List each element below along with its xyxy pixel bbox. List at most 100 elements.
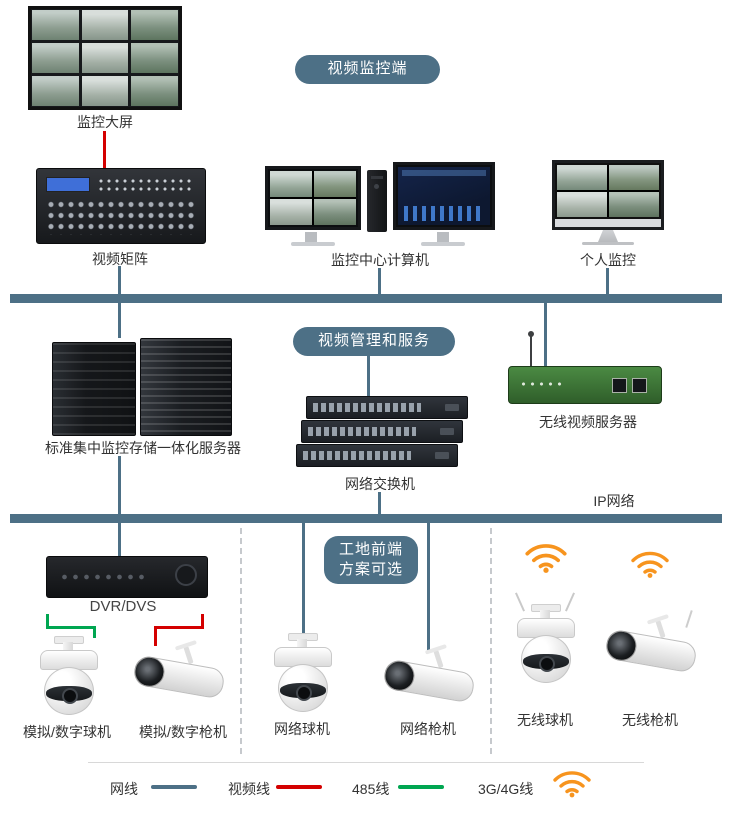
section-separator [490, 528, 492, 754]
wireless-video-server [508, 331, 662, 406]
video-line-dvr-seg2 [154, 626, 204, 629]
monitor-wall-label: 监控大屏 [77, 114, 133, 130]
imac-foot [598, 230, 618, 242]
eth-line-bus-to-wireless-server [544, 303, 547, 366]
monitor-left [265, 166, 361, 230]
section-pill-management: 视频管理和服务 [293, 327, 455, 356]
monitor-base [421, 242, 465, 246]
section-pill-frontend: 工地前端 方案可选 [324, 536, 418, 584]
screen-cell [314, 199, 356, 225]
camera-ball [278, 664, 328, 712]
switch-unit [301, 420, 463, 443]
camera-ball [44, 667, 94, 715]
eth-line-computer-to-bus [378, 268, 381, 295]
legend-swatch-ethernet [151, 785, 197, 789]
camera-neck [297, 639, 307, 648]
pill-text: 工地前端 方案可选 [339, 540, 403, 581]
wall-screen-cell [131, 76, 178, 106]
network-switch-label: 网络交换机 [345, 476, 415, 492]
network-bullet-camera [378, 648, 482, 714]
camera-lens [62, 688, 78, 704]
network-bus-top [10, 294, 722, 303]
matrix-lcd-display [46, 177, 90, 192]
wireless-bullet-label: 无线枪机 [622, 712, 678, 728]
server-board [508, 366, 662, 404]
matrix-buttons [97, 177, 195, 192]
pill-text: 视频监控端 [327, 60, 408, 78]
eth-line-bus-to-dvr [118, 523, 121, 556]
camera-lens [382, 658, 417, 694]
camera-neck [63, 642, 73, 651]
legend-swatch-485 [398, 785, 444, 789]
screen-cell [609, 165, 659, 190]
camera-lens [132, 654, 167, 690]
legend-wifi-icon [553, 771, 591, 798]
camera-grid-screen [270, 171, 356, 225]
dashboard-header [402, 170, 486, 176]
legend-label-3g4g: 3G/4G线 [478, 781, 534, 797]
screen-cell [314, 171, 356, 197]
matrix-bnc-ports [46, 199, 196, 235]
wireless-bullet-camera [600, 610, 704, 684]
camera-body [382, 658, 476, 704]
camera-lens [296, 685, 312, 701]
analog-dome-camera [32, 636, 104, 718]
antenna-icon [565, 592, 575, 612]
eth-line-switch-to-bus [378, 492, 381, 514]
camera-grid-screen [557, 165, 659, 217]
pill-text-line2: 方案可选 [338, 561, 403, 578]
screen-cell [557, 165, 607, 190]
wall-screen-cell [81, 10, 129, 40]
eth-line-bus-to-network-bullet [427, 523, 430, 651]
analog-bullet-camera [128, 644, 232, 710]
ethernet-port [632, 378, 647, 393]
screen-cell [270, 199, 312, 225]
wall-screen-cell [32, 76, 79, 106]
antenna-icon [528, 331, 534, 366]
legend-label-ethernet: 网线 [110, 781, 138, 797]
wall-screen-cell [81, 43, 129, 73]
wireless-dome-camera [509, 592, 581, 686]
network-bus-bottom [10, 514, 722, 523]
switch-unit [296, 444, 458, 467]
dashboard-screen [398, 167, 490, 225]
legend-divider [88, 762, 644, 763]
eth-line-bus-to-server [118, 303, 121, 338]
camera-body [132, 654, 226, 700]
server-rack-unit [52, 342, 136, 436]
network-dome-label: 网络球机 [274, 721, 330, 737]
monitoring-center-computer [265, 160, 495, 252]
wireless-dome-label: 无线球机 [517, 712, 573, 728]
ethernet-port [612, 378, 627, 393]
personal-monitor-label: 个人监控 [580, 252, 636, 268]
dashboard-bars [404, 206, 484, 221]
analog-dome-label: 模拟/数字球机 [23, 724, 111, 740]
wall-screen-cell [131, 43, 178, 73]
pill-text-line1: 工地前端 [338, 540, 403, 558]
antenna-icon [685, 610, 693, 628]
dvr-device [46, 556, 208, 598]
wall-screen-cell [81, 76, 129, 106]
center-computer-label: 监控中心计算机 [331, 252, 429, 268]
legend-label-video: 视频线 [228, 781, 270, 797]
pill-text: 视频管理和服务 [317, 332, 430, 350]
wifi-icon [525, 544, 567, 573]
antenna-icon [515, 592, 525, 612]
rs485-line-dvr-seg2 [46, 626, 96, 629]
network-bullet-label: 网络枪机 [400, 721, 456, 737]
camera-ball [521, 635, 571, 683]
switch-unit [306, 396, 468, 419]
analog-bullet-label: 模拟/数字枪机 [139, 724, 227, 740]
server-rack-unit [140, 338, 232, 436]
storage-server [52, 338, 232, 436]
rs485-line-dvr-seg3 [93, 626, 96, 638]
dvr-label: DVR/DVS [89, 598, 157, 615]
eth-line-server-to-bus [118, 456, 121, 514]
imac-screen [552, 160, 664, 230]
eth-line-bus-to-network-dome [302, 523, 305, 633]
section-separator [240, 528, 242, 754]
legend-swatch-video [276, 785, 322, 789]
monitor-wall [28, 6, 182, 110]
camera-lens [604, 628, 639, 664]
camera-lens [539, 656, 555, 672]
